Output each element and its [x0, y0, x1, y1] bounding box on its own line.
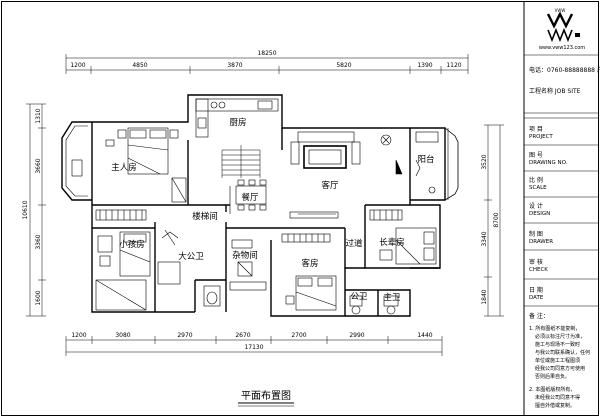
dim-bottom-total: 17130 — [244, 344, 263, 351]
note-line: 施工与现场不一致时 — [535, 341, 580, 348]
note-line: 必须以标注尺寸为准， — [535, 333, 585, 340]
room-label-guest-room: 客房 — [301, 258, 318, 269]
dim-left-total: 10610 — [22, 200, 29, 219]
note-line: 经我公司同意方可使用 — [535, 365, 585, 372]
notes-text: 1. 所有图纸不能复制， 必须以标注尺寸为准， 施工与现场不一致时 与我公司联系… — [529, 325, 590, 409]
field-project: 项 目 — [529, 126, 543, 133]
dining-table — [229, 179, 267, 214]
dim-bottom-segment: 2990 — [349, 332, 364, 339]
room-label-elder-room: 长辈房 — [379, 237, 405, 248]
room-labels: 厨房 主人房 客厅 阳台 餐厅 楼梯间 小孩房 大公卫 杂物间 客房 过道 长辈… — [111, 117, 434, 303]
room-label-master-bedroom: 主人房 — [111, 162, 137, 173]
kitchen-fixtures — [195, 98, 279, 138]
room-label-master-bathroom: 主卫 — [383, 292, 401, 303]
field-drawer-en: DRAWER — [529, 239, 553, 245]
dim-left-segment: 1600 — [35, 290, 42, 305]
note-line: 未经我公司同意不得 — [535, 394, 580, 401]
field-date: 日 期 — [529, 286, 543, 294]
main-bathroom-fixtures — [157, 229, 221, 307]
staircase — [221, 145, 261, 178]
dim-left-segment: 1310 — [35, 108, 42, 123]
dim-right-segment: 3520 — [481, 154, 488, 169]
dim-top-segment: 5820 — [336, 62, 351, 69]
room-label-public-bathroom: 公卫 — [350, 292, 368, 302]
note-line: 擅自外借或复制。 — [535, 402, 575, 409]
room-label-storage: 杂物间 — [232, 250, 258, 261]
note-line: 1. 所有图纸不能复制， — [529, 325, 580, 332]
note-line: 与我公司联系确认，任何 — [535, 349, 590, 356]
master-bed — [71, 127, 187, 203]
field-drawer: 制 图 — [529, 230, 543, 238]
company-website: www.vww123.com — [539, 45, 585, 51]
field-drawing-no-en: DRAWING NO. — [529, 160, 568, 166]
dim-bottom-segment: 1440 — [417, 332, 432, 339]
note-line: 单位或施工工程图须 — [535, 357, 580, 364]
walls — [61, 94, 459, 317]
dim-left-segment: 3660 — [35, 158, 42, 173]
field-scale: 比 例 — [529, 176, 543, 184]
company-phone: 电话：0760-88888888 户 — [529, 66, 600, 74]
room-label-balcony: 阳台 — [417, 154, 434, 165]
elder-room-furniture — [369, 209, 437, 265]
dim-right-segment: 3340 — [481, 231, 488, 246]
field-drawing-no: 图 号 — [529, 152, 543, 159]
note-line: 2. 本图纸版权所有， — [529, 386, 575, 393]
room-label-child-room: 小孩房 — [119, 239, 145, 250]
dim-bottom-segment: 3080 — [115, 332, 130, 339]
dim-bottom-segment: 1200 — [71, 332, 86, 339]
living-room-sofa-set — [289, 131, 392, 219]
dim-top-segment: 1120 — [446, 62, 461, 69]
drawing-title: 平面布置图 — [241, 390, 291, 402]
room-label-living-room: 客厅 — [321, 180, 339, 191]
room-label-main-bathroom: 大公卫 — [178, 251, 204, 262]
dim-right-total: 8700 — [493, 212, 500, 227]
room-label-stairwell: 楼梯间 — [192, 211, 218, 222]
dimension-lines — [26, 54, 504, 356]
dim-right-segment: 1840 — [481, 289, 488, 304]
project-name-label: 工程名称 JOB SITE — [529, 87, 581, 95]
room-label-kitchen: 厨房 — [229, 117, 246, 128]
room-label-corridor: 过道 — [345, 238, 363, 249]
dim-left-segment: 3360 — [35, 234, 42, 249]
dim-top-segment: 1390 — [417, 62, 432, 69]
guest-room-furniture — [281, 233, 337, 311]
storage-fixtures — [229, 239, 267, 291]
field-design-en: DESIGN — [529, 211, 550, 217]
title-block: VWW www.vww123.com 电话：0760-88888888 户 工程… — [523, 1, 600, 416]
public-bathroom-fixtures — [349, 295, 399, 315]
field-design: 设 计 — [529, 202, 543, 210]
dim-bottom-segment: 2700 — [291, 332, 306, 339]
dim-top-segment: 4850 — [132, 62, 147, 69]
company-logo: VWW — [546, 8, 580, 43]
dim-top-segment: 3870 — [227, 62, 242, 69]
title-block-fields: 项 目 PROJECT 图 号 DRAWING NO. 比 例 SCALE 设 … — [524, 126, 599, 307]
notes-title: 备 注： — [529, 312, 549, 320]
balcony-fixtures — [395, 131, 439, 194]
dim-top-total: 18250 — [257, 50, 276, 57]
dim-bottom-segment: 2970 — [177, 332, 192, 339]
field-check-en: CHECK — [529, 267, 548, 273]
dimension-labels: 18250 1200 4850 3870 5820 1390 1120 1200… — [22, 50, 500, 351]
child-room-furniture — [95, 209, 151, 311]
dim-top-segment: 1200 — [70, 62, 85, 69]
dim-bottom-segment: 2670 — [235, 332, 250, 339]
logo-text: VWW — [555, 8, 566, 13]
note-line: 否则后果自负。 — [535, 373, 570, 380]
field-date-en: DATE — [529, 295, 544, 301]
field-check: 审 核 — [529, 258, 543, 266]
field-project-en: PROJECT — [529, 134, 553, 140]
field-scale-en: SCALE — [529, 185, 547, 191]
room-label-dining-room: 餐厅 — [241, 193, 259, 203]
